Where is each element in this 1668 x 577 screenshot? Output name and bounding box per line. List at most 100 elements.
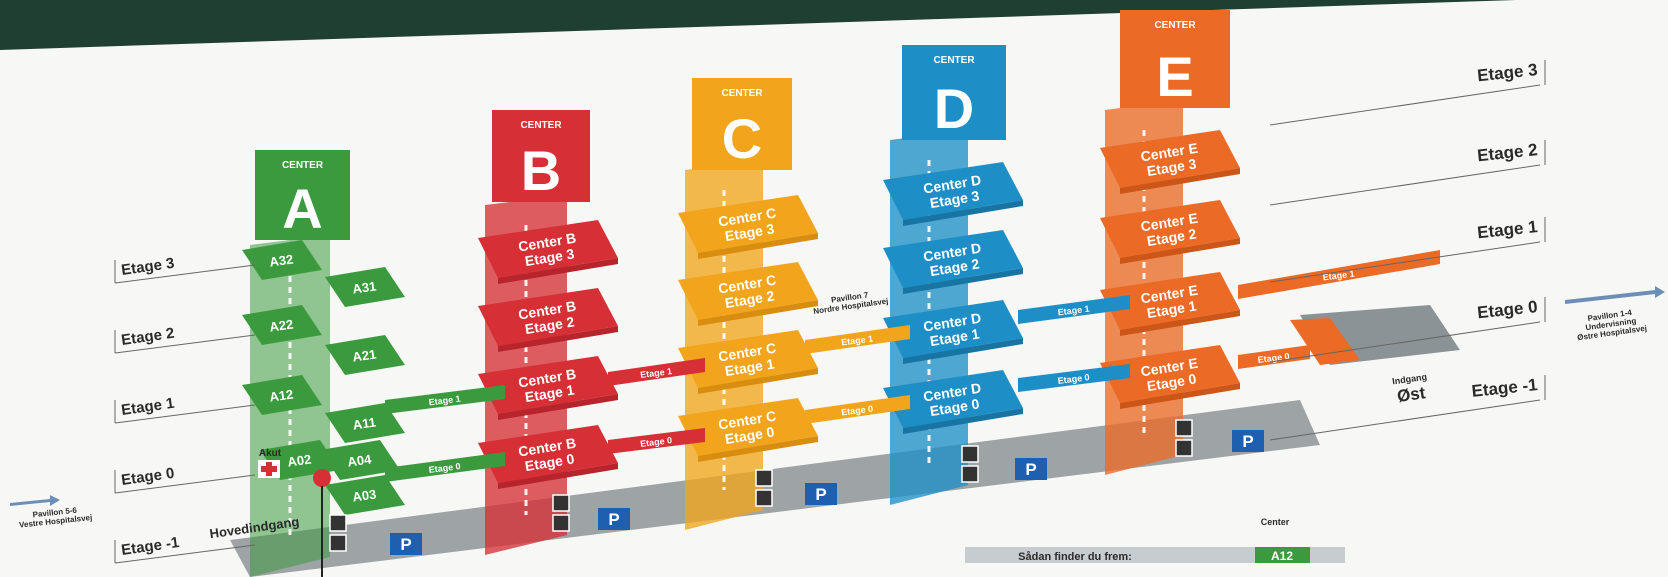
you-are-here-pin	[313, 469, 331, 487]
wing-label-a04: A04	[347, 451, 373, 469]
platform-edge-b-1	[498, 394, 618, 420]
platform-d-1	[883, 300, 1023, 358]
platform-edge-e-3	[1120, 168, 1240, 194]
platform-edge-d-2	[903, 268, 1023, 294]
elevator-icon-0	[329, 514, 347, 532]
center-letter-d: D	[934, 77, 974, 140]
wing-a12	[242, 375, 322, 415]
platform-edge-e-1	[1120, 310, 1240, 336]
platform-edge-b-2	[498, 326, 618, 352]
ost-label: Øst	[1396, 383, 1427, 406]
parking-badge-3	[1015, 458, 1047, 480]
elevator-icon-4	[1175, 419, 1193, 437]
platform-edge-b-0	[498, 463, 618, 489]
east-entrance-ramp	[1290, 318, 1360, 365]
center-letter-b: B	[521, 139, 561, 202]
platform-edge-c-3	[698, 233, 818, 259]
center-word-a: CENTER	[282, 160, 324, 171]
legend-code: A12	[1271, 549, 1293, 563]
wing-a04	[320, 440, 400, 480]
platform-label-c-3: Center CEtage 3	[717, 205, 780, 245]
elevator-icon-2	[755, 469, 773, 487]
center-word-e: CENTER	[1154, 20, 1196, 31]
platform-e-0	[1100, 345, 1240, 403]
legend-title: Sådan finder du frem:	[1018, 551, 1132, 563]
center-word-d: CENTER	[933, 55, 975, 66]
parking-letter-1: P	[608, 510, 619, 529]
platform-edge-e-2	[1120, 238, 1240, 264]
center-letter-a: A	[282, 177, 322, 240]
legend-code-box	[1255, 547, 1310, 563]
center-tile-e	[1120, 10, 1230, 108]
corridor-label-0: Etage 1	[428, 394, 461, 408]
parking-badge-2	[805, 483, 837, 505]
floor-line-left-4	[114, 544, 256, 564]
corridor-5	[805, 395, 910, 424]
platform-label-c-0: Center CEtage 0	[717, 408, 780, 448]
platform-edge-c-0	[698, 436, 818, 462]
corridor-1	[385, 452, 505, 482]
floor-line-right-1	[1269, 164, 1541, 206]
platform-edge-d-0	[903, 408, 1023, 434]
wing-label-a11: A11	[352, 415, 377, 433]
platform-c-2	[678, 262, 818, 320]
akut-label: Akut	[259, 448, 282, 459]
corridor-label-5: Etage 0	[841, 404, 874, 418]
parking-letter-4: P	[1242, 432, 1253, 451]
platform-c-0	[678, 398, 818, 456]
platform-d-2	[883, 230, 1023, 288]
corridor-label-3: Etage 0	[640, 435, 673, 449]
center-letter-e: E	[1156, 45, 1193, 108]
corridor-label-2: Etage 1	[640, 366, 673, 380]
wing-a32	[242, 240, 322, 280]
stairs-icon-2	[755, 489, 773, 507]
corridor-8	[1238, 250, 1440, 299]
corridor-2	[608, 358, 705, 386]
center-letter-c: C	[722, 107, 762, 170]
platform-e-3	[1100, 130, 1240, 188]
center-word-c: CENTER	[721, 88, 763, 99]
center-tile-c	[692, 78, 792, 170]
floor-line-left-3	[114, 474, 256, 494]
elevator-icon-3	[961, 445, 979, 463]
parking-letter-3: P	[1025, 460, 1036, 479]
platform-label-b-2: Center BEtage 2	[517, 298, 580, 338]
platform-e-1	[1100, 272, 1240, 330]
platform-edge-c-1	[698, 368, 818, 394]
platform-label-d-0: Center DEtage 0	[922, 380, 985, 420]
wing-label-a03: A03	[352, 486, 378, 504]
legend-center-word: Center	[1261, 517, 1290, 527]
platform-b-0	[478, 425, 618, 483]
corridor-label-6: Etage 1	[1057, 304, 1090, 318]
floor-line-right-0	[1269, 84, 1541, 126]
wing-label-a22: A22	[269, 316, 295, 334]
wing-a22	[242, 305, 322, 345]
parking-badge-0	[390, 533, 422, 555]
parking-letter-0: P	[400, 535, 411, 554]
floor-line-right-4	[1269, 399, 1541, 441]
corridor-label-7: Etage 0	[1057, 372, 1090, 386]
stairs-icon-1	[552, 514, 570, 532]
platform-d-0	[883, 370, 1023, 428]
stairs-icon-3	[961, 465, 979, 483]
platform-b-2	[478, 288, 618, 346]
platform-label-e-3: Center EEtage 3	[1140, 140, 1202, 180]
platform-label-b-1: Center BEtage 1	[517, 366, 580, 406]
pavillon-right-arrow	[1565, 286, 1665, 304]
platform-b-3	[478, 220, 618, 278]
floor-line-right-3	[1269, 321, 1541, 363]
floor-line-right-2	[1269, 241, 1541, 283]
platform-edge-e-0	[1120, 383, 1240, 409]
platform-c-3	[678, 195, 818, 253]
indgang-label: Indgang	[1392, 372, 1428, 387]
floor-line-left-0	[114, 264, 256, 284]
center-tile-a	[255, 150, 350, 240]
wing-label-a12: A12	[269, 386, 295, 404]
corridor-6	[1018, 295, 1130, 324]
platform-label-c-2: Center CEtage 2	[717, 272, 780, 312]
akut-cross-h	[261, 466, 277, 472]
wing-a03	[325, 475, 405, 515]
platform-e-2	[1100, 200, 1240, 258]
